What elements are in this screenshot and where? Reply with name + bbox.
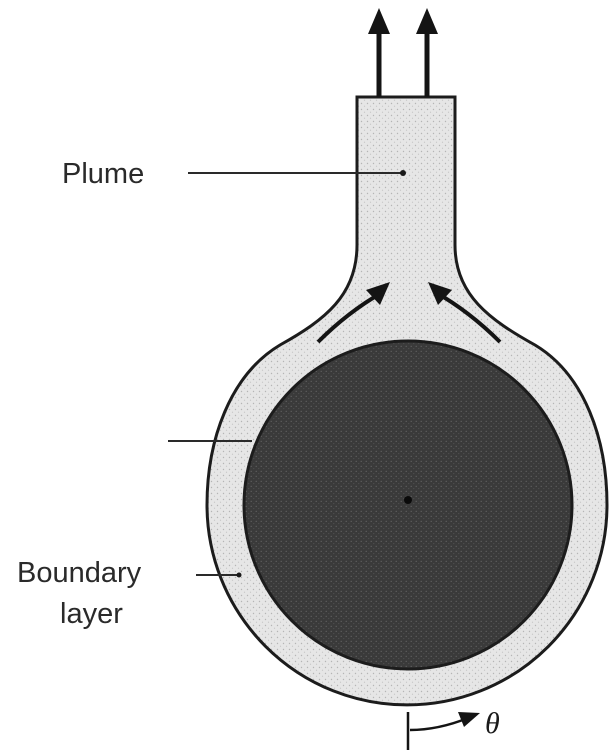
boundary-layer-leader-dot <box>237 573 242 578</box>
heated-cylinder <box>244 341 572 669</box>
theta-arrowhead <box>458 712 480 727</box>
outflow-arrowhead-right <box>416 8 438 34</box>
plume-leader-dot <box>400 170 406 176</box>
plume-label: Plume <box>62 158 144 190</box>
theta-arrow <box>410 718 468 730</box>
outflow-arrowhead-left <box>368 8 390 34</box>
plume-outflow-arrows <box>368 8 438 97</box>
cylinder-center-dot <box>404 496 412 504</box>
angle-theta-indicator: θ <box>408 707 500 750</box>
boundary-layer-label-line1: Boundary <box>17 557 142 589</box>
theta-label: θ <box>485 707 500 740</box>
boundary-layer-label-line2: layer <box>60 598 123 630</box>
